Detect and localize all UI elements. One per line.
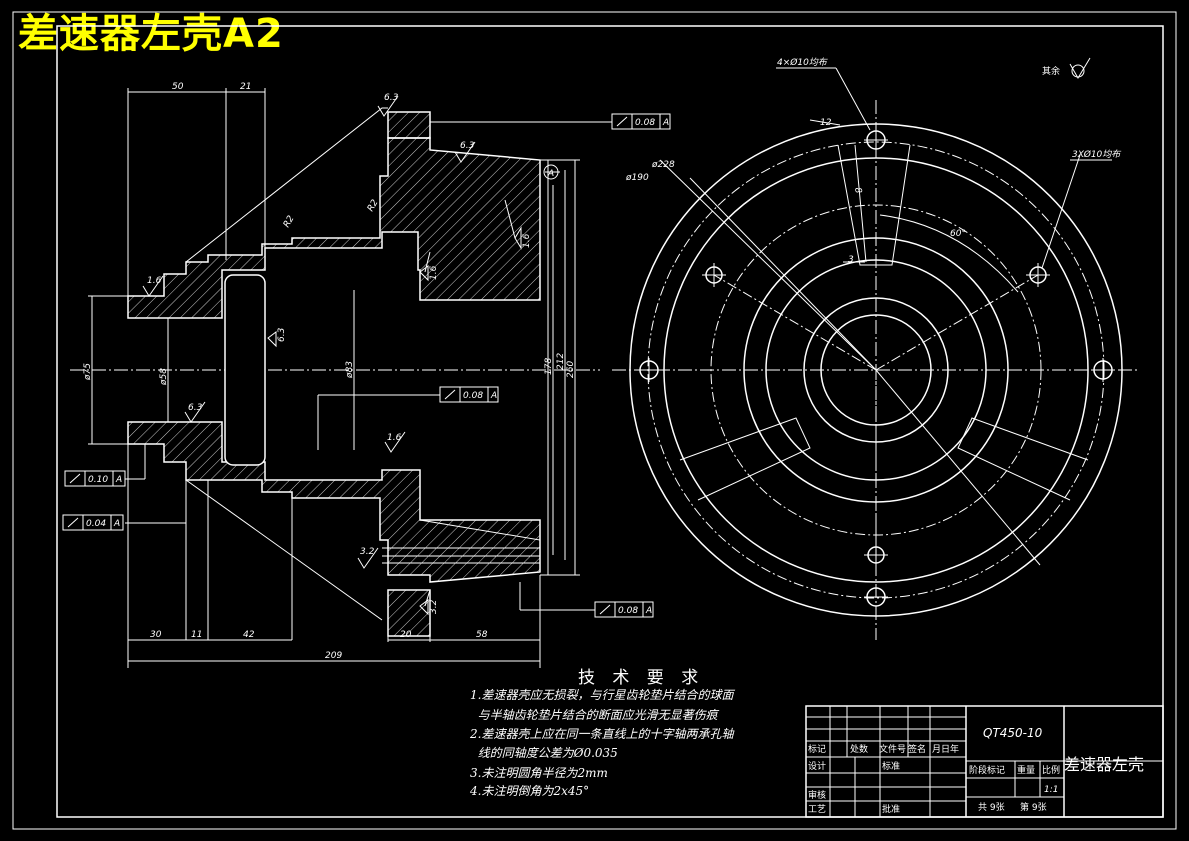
flange-hole-bottom: [387, 589, 431, 637]
flange-circle: [663, 157, 1089, 583]
tech-req-title: 技 术 要 求: [578, 668, 705, 688]
tol-value-5: 0.08: [618, 606, 638, 616]
tb-review: 审核: [808, 789, 826, 801]
datum-label: A: [547, 169, 554, 179]
dim-20: 20: [400, 630, 412, 640]
front-view: [612, 57, 1140, 640]
tb-sign: 签名: [908, 743, 926, 755]
inner-border: [56, 25, 1164, 818]
dim-50: 50: [172, 82, 184, 92]
title-block-text: 标记 处数 文件号 签名 月日年 设计 标准 审核 工艺 批准 阶段标记 重量 …: [808, 726, 1144, 815]
tech-req-line: 2.差速器壳上应在同一条直线上的十字轴两承孔轴: [470, 727, 734, 741]
dim-8: 8: [852, 187, 863, 195]
rough-16-step: 1.6: [429, 265, 439, 280]
tb-part-name: 差速器左壳: [1064, 755, 1144, 774]
dim-12: 12: [820, 118, 832, 128]
radius-r2-a: R2: [282, 214, 297, 230]
tb-sheet-no: 第 9张: [1020, 801, 1047, 813]
rough-32b: 3.2: [429, 599, 439, 614]
tol-value-4: 0.04: [86, 519, 106, 529]
tech-req-line: 4.未注明倒角为2x45°: [470, 784, 590, 798]
tb-design: 设计: [808, 760, 826, 772]
dim-260: 260: [566, 361, 576, 378]
dim-58: 58: [476, 630, 488, 640]
upper-section-hatch: [127, 137, 541, 319]
dim-11: 11: [191, 630, 202, 640]
tb-scale: 1:1: [1044, 785, 1058, 795]
lower-section-hatch: [127, 421, 541, 583]
tech-req-line: 1.差速器壳应无损裂，与行星齿轮垫片结合的球面: [470, 688, 734, 702]
tol-value-3: 0.10: [88, 475, 108, 485]
section-view: [70, 88, 612, 668]
dim-178: 178: [544, 358, 554, 375]
drawing-title: 差速器左壳A2: [18, 11, 284, 57]
dim-dia228: ø228: [651, 160, 675, 170]
front-view-text: 4×Ø10均布 3XØ10均布 ø228 ø190 12 8 3 60° 其余: [625, 57, 1122, 265]
tb-ratio: 比例: [1042, 764, 1060, 776]
tolerance-frames: [62, 113, 671, 618]
rough-63-top: 6.3: [384, 93, 399, 103]
tol-datum-2: A: [490, 391, 497, 401]
bore-cavity: [224, 274, 266, 466]
tb-date: 月日年: [932, 743, 959, 755]
dim-21: 21: [240, 82, 251, 92]
radius-r2-b: R2: [366, 198, 381, 214]
tol-datum-4: A: [113, 519, 120, 529]
flange-hole-top: [387, 111, 431, 139]
tb-material: QT450-10: [983, 726, 1043, 740]
tech-req-line: 与半轴齿轮垫片结合的断面应光滑无显著伤痕: [470, 708, 718, 722]
rough-16-bore: 1.6: [387, 433, 402, 443]
rough-63-inner: 6.3: [277, 327, 287, 342]
tb-weight: 重量: [1017, 764, 1035, 776]
tb-file-no: 文件号: [879, 743, 906, 755]
tb-standard: 标准: [882, 760, 900, 772]
tb-mark: 标记: [808, 743, 826, 755]
outer-rim: [629, 123, 1123, 617]
dim-dia75: ø75: [83, 363, 93, 381]
dim-dia58: ø58: [159, 368, 169, 386]
tech-req-line: 3.未注明圆角半径为2mm: [470, 766, 608, 780]
dim-3: 3: [848, 255, 854, 265]
tb-sheets: 共 9张: [978, 802, 1005, 813]
rough-16-face: 1.6: [522, 233, 532, 248]
dim-dia190: ø190: [625, 173, 649, 183]
note-4-holes: 4×Ø10均布: [777, 57, 829, 68]
tb-approve: 批准: [882, 803, 900, 815]
dim-209: 209: [325, 651, 342, 661]
tb-stage: 阶段标记: [969, 764, 1005, 776]
dim-dia83: ø83: [345, 361, 355, 379]
tb-process: 工艺: [808, 804, 826, 815]
dim-30: 30: [150, 630, 162, 640]
rough-16-left: 1.6: [147, 276, 162, 286]
rough-32: 3.2: [360, 547, 375, 557]
surface-note: 其余: [1042, 65, 1060, 77]
tech-req-line: 线的同轴度公差为Ø0.035: [470, 746, 618, 760]
dim-42: 42: [243, 630, 255, 640]
tol-datum-5: A: [645, 606, 652, 616]
rough-63-mid: 6.3: [460, 141, 475, 151]
note-3-holes: 3XØ10均布: [1072, 149, 1122, 160]
tol-datum-3: A: [115, 475, 122, 485]
outer-border: [12, 11, 1177, 830]
tb-count: 处数: [850, 743, 868, 755]
title-block-lines: [805, 705, 1164, 818]
rough-63-left: 6.3: [188, 403, 203, 413]
angle-60: 60°: [950, 229, 966, 239]
section-dim-text: 50 21 30 11 42 20 58 209 ø75 ø58 ø83 178…: [83, 82, 669, 661]
tol-value-1: 0.08: [635, 118, 655, 128]
tol-value-2: 0.08: [463, 391, 483, 401]
tol-datum-1: A: [662, 118, 669, 128]
dim-212: 212: [556, 353, 566, 370]
